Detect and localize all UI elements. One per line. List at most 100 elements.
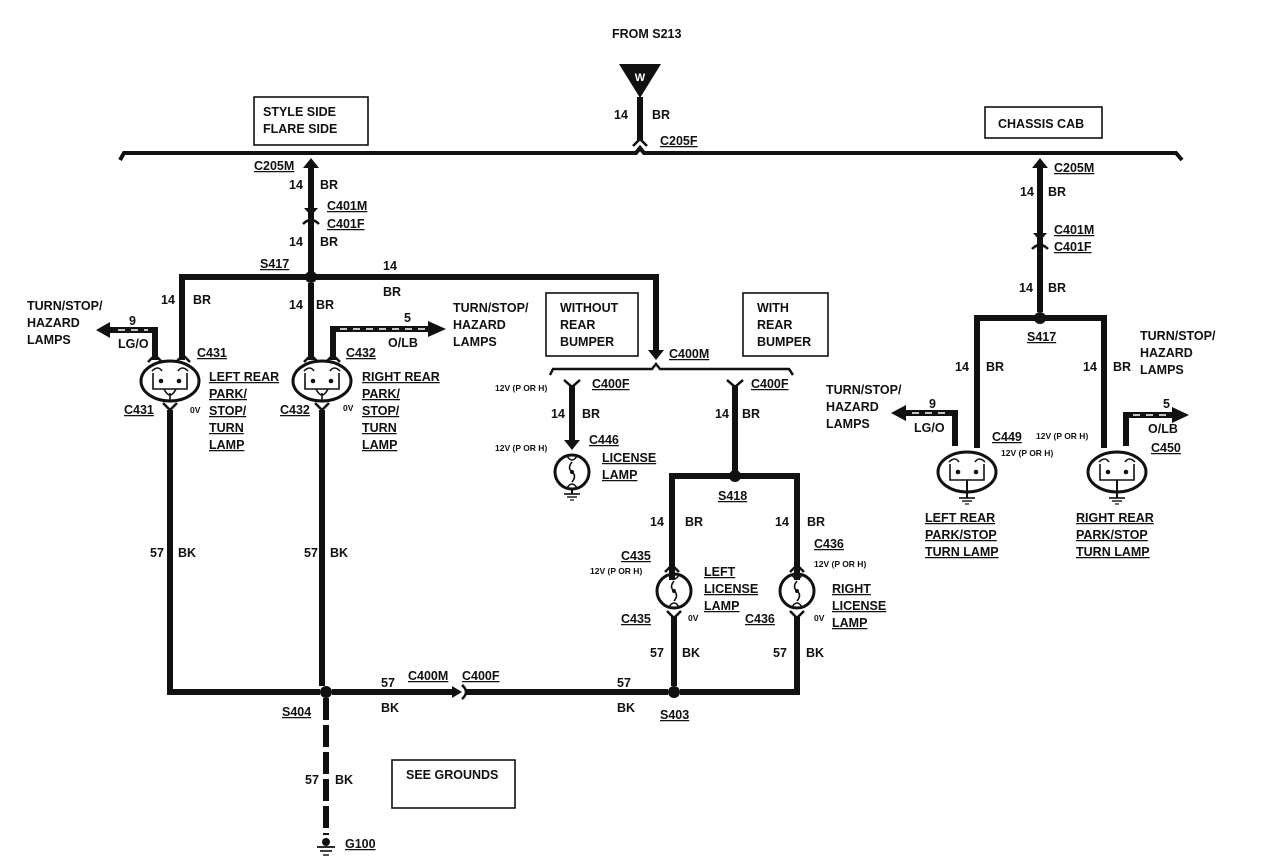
chassis-c205m-arrow-icon — [1032, 158, 1048, 168]
c400m-ground-label: C400M — [408, 669, 448, 683]
left-license-lamp-icon — [655, 572, 693, 610]
svg-text:BR: BR — [582, 407, 600, 421]
svg-text:57: 57 — [617, 676, 631, 690]
svg-text:BK: BK — [806, 646, 824, 660]
svg-text:9: 9 — [129, 314, 136, 328]
svg-text:14: 14 — [289, 178, 303, 192]
svg-text:TURN/STOP/: TURN/STOP/ — [453, 301, 529, 315]
chassis-c401m-arrow-icon — [1033, 233, 1047, 241]
right-license-lamp-label: RIGHT LICENSE LAMP — [832, 582, 886, 630]
without-rear-bumper-box: WITHOUT REAR BUMPER — [545, 292, 639, 357]
svg-text:BK: BK — [330, 546, 348, 560]
svg-text:WITHOUT: WITHOUT — [560, 301, 619, 315]
c436-bottom-label: C436 — [745, 612, 775, 626]
c446-arrow-icon — [564, 440, 580, 450]
c400f-left-label: C400F — [592, 377, 630, 391]
svg-text:LAMPS: LAMPS — [27, 333, 71, 347]
svg-text:RIGHT REAR: RIGHT REAR — [362, 370, 440, 384]
c435-top-connector-icon — [664, 563, 680, 573]
svg-text:14: 14 — [161, 293, 175, 307]
svg-text:57: 57 — [305, 773, 319, 787]
svg-text:14: 14 — [955, 360, 969, 374]
svg-text:BK: BK — [381, 701, 399, 715]
svg-text:BR: BR — [193, 293, 211, 307]
chassis-right-signal-arrow-icon — [1172, 407, 1189, 423]
svg-text:PARK/STOP: PARK/STOP — [1076, 528, 1148, 542]
svg-text:WITH: WITH — [757, 301, 789, 315]
c431-bottom-connector-icon — [162, 402, 178, 412]
svg-text:14: 14 — [1083, 360, 1097, 374]
svg-text:LG/O: LG/O — [914, 421, 945, 435]
svg-text:LAMP: LAMP — [362, 438, 397, 452]
svg-text:0V: 0V — [190, 405, 201, 415]
svg-text:TURN/STOP/: TURN/STOP/ — [27, 299, 103, 313]
s403-splice-dot — [668, 686, 680, 698]
c431-top-label: C431 — [197, 346, 227, 360]
source-label: FROM S213 — [612, 27, 682, 41]
s418-label: S418 — [718, 489, 747, 503]
c435-bottom-connector-icon — [666, 610, 682, 620]
svg-text:BR: BR — [320, 178, 338, 192]
svg-text:BUMPER: BUMPER — [560, 335, 614, 349]
svg-text:57: 57 — [650, 646, 664, 660]
c436-top-connector-icon — [789, 563, 805, 573]
c205m-arrow-icon — [303, 158, 319, 168]
svg-text:BR: BR — [1048, 281, 1066, 295]
svg-text:14: 14 — [775, 515, 789, 529]
svg-text:LAMP: LAMP — [602, 468, 637, 482]
svg-text:LG/O: LG/O — [118, 337, 149, 351]
svg-text:14: 14 — [1020, 185, 1034, 199]
svg-text:LAMP: LAMP — [832, 616, 867, 630]
svg-text:57: 57 — [304, 546, 318, 560]
s404-splice-dot — [320, 686, 332, 698]
svg-text:LEFT: LEFT — [704, 565, 736, 579]
svg-text:14: 14 — [383, 259, 397, 273]
svg-text:O/LB: O/LB — [1148, 422, 1178, 436]
c431-bottom-label: C431 — [124, 403, 154, 417]
svg-text:12V (P OR H): 12V (P OR H) — [814, 559, 866, 569]
svg-text:0V: 0V — [814, 613, 825, 623]
svg-text:LICENSE: LICENSE — [704, 582, 758, 596]
left-license-lamp-label: LEFT LICENSE LAMP — [704, 565, 758, 613]
svg-text:14: 14 — [1019, 281, 1033, 295]
c436-bottom-connector-icon — [789, 610, 805, 620]
svg-text:BR: BR — [383, 285, 401, 299]
c401m-label: C401M — [327, 199, 367, 213]
s417-distribution-wire — [179, 274, 659, 360]
license-lamp-label: LICENSE LAMP — [602, 451, 656, 482]
c432-top-connector-icon — [303, 353, 341, 363]
c450-label: C450 — [1151, 441, 1181, 455]
c205f-connector-icon — [632, 137, 648, 147]
svg-text:HAZARD: HAZARD — [826, 400, 879, 414]
chassis-left-signal-arrow-icon — [891, 405, 906, 421]
svg-text:STOP/: STOP/ — [209, 404, 247, 418]
c400m-label: C400M — [669, 347, 709, 361]
svg-text:12V (P OR H): 12V (P OR H) — [1036, 431, 1088, 441]
svg-text:14: 14 — [715, 407, 729, 421]
with-rear-bumper-box: WITH REAR BUMPER — [742, 292, 829, 357]
svg-text:BR: BR — [1048, 185, 1066, 199]
feed-connector-label: C205F — [660, 134, 698, 148]
feed-color: BR — [652, 108, 670, 122]
svg-text:LAMPS: LAMPS — [826, 417, 870, 431]
chassis-c205m-label: C205M — [1054, 161, 1094, 175]
s404-label: S404 — [282, 705, 311, 719]
svg-text:12V (P OR H): 12V (P OR H) — [590, 566, 642, 576]
c205m-label: C205M — [254, 159, 294, 173]
svg-text:BR: BR — [986, 360, 1004, 374]
svg-text:BUMPER: BUMPER — [757, 335, 811, 349]
bumper-option-bracket — [548, 361, 795, 376]
option-bracket — [118, 144, 1184, 162]
right-signal-destination: TURN/STOP/ HAZARD LAMPS — [453, 301, 529, 349]
c401m-arrow-icon — [304, 208, 318, 216]
svg-text:12V (P OR H): 12V (P OR H) — [495, 383, 547, 393]
svg-text:LEFT REAR: LEFT REAR — [925, 511, 995, 525]
left-lamp-ground-wire — [167, 410, 320, 695]
svg-text:BK: BK — [617, 701, 635, 715]
chassis-c401f-label: C401F — [1054, 240, 1092, 254]
source-symbol-letter: W — [635, 72, 646, 84]
right-signal-arrow-icon — [428, 321, 446, 337]
c435-top-label: C435 — [621, 549, 651, 563]
svg-text:LAMP: LAMP — [704, 599, 739, 613]
chassis-right-signal-wire — [1123, 412, 1174, 446]
